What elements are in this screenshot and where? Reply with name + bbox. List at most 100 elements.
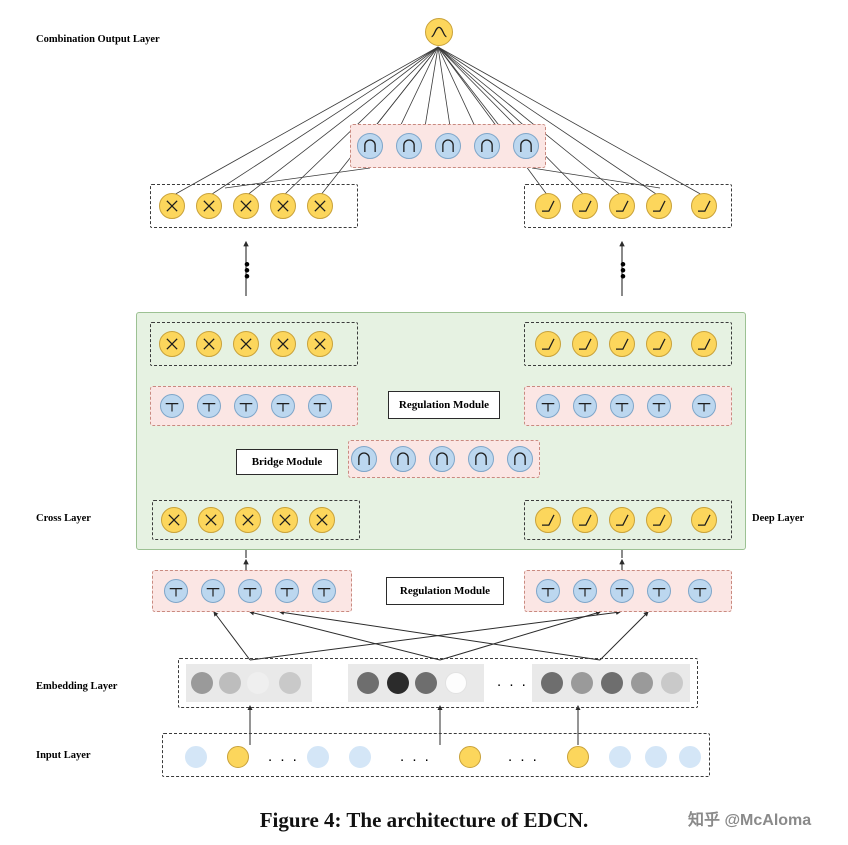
bridge-node-mid-4 xyxy=(507,446,533,472)
gate-glyph xyxy=(652,403,666,412)
bridge-node-top-2 xyxy=(435,133,461,159)
bridge-node-mid-0 xyxy=(351,446,377,472)
relu-glyph xyxy=(653,338,666,350)
cross-node-bottom-3 xyxy=(272,507,298,533)
input-node-2 xyxy=(307,746,329,768)
gate-glyph xyxy=(243,588,257,597)
arch-glyph xyxy=(397,452,409,465)
cross-glyph xyxy=(168,514,180,526)
gate-glyph xyxy=(169,588,183,597)
deep-row-mid-box xyxy=(524,322,732,366)
cross-node-mid-1 xyxy=(196,331,222,357)
gate-glyph xyxy=(615,588,629,597)
embedding-circle-1-2 xyxy=(415,672,437,694)
input-ellipsis-0: . . . xyxy=(268,748,299,765)
input-node-6 xyxy=(609,746,631,768)
bridge-node-top-4 xyxy=(513,133,539,159)
cross-row-mid-box xyxy=(150,322,358,366)
arch-glyph xyxy=(403,139,415,152)
regulation-bottom-right-node-2 xyxy=(610,579,634,603)
cross-row-bottom-box xyxy=(152,500,360,540)
relu-glyph xyxy=(698,338,711,350)
embedding-circle-1-0 xyxy=(357,672,379,694)
arch-glyph xyxy=(520,139,532,152)
gate-glyph xyxy=(317,588,331,597)
deep-node-top-2 xyxy=(609,193,635,219)
embedding-circle-1-1 xyxy=(387,672,409,694)
deep-node-top-4 xyxy=(691,193,717,219)
regulation-node-right-4 xyxy=(692,394,716,418)
relu-glyph xyxy=(542,200,555,212)
gate-glyph xyxy=(652,588,666,597)
sigmoid-glyph xyxy=(431,26,447,38)
cross-glyph xyxy=(316,514,328,526)
embedding-circle-1-3 xyxy=(445,672,467,694)
module-regulation-bottom: Regulation Module xyxy=(386,577,504,605)
regulation-bottom-left-node-0 xyxy=(164,579,188,603)
gate-glyph xyxy=(276,403,290,412)
deep-node-mid-2 xyxy=(609,331,635,357)
embedding-circle-2-4 xyxy=(661,672,683,694)
gate-glyph xyxy=(697,403,711,412)
layer-label-deep: Deep Layer xyxy=(752,513,805,524)
cross-glyph xyxy=(314,200,326,212)
embedding-circle-2-0 xyxy=(541,672,563,694)
cross-node-top-3 xyxy=(270,193,296,219)
cross-node-bottom-0 xyxy=(161,507,187,533)
regulation-node-left-4 xyxy=(308,394,332,418)
cross-glyph xyxy=(240,200,252,212)
input-node-8 xyxy=(679,746,701,768)
arch-glyph xyxy=(514,452,526,465)
embedding-circle-0-0 xyxy=(191,672,213,694)
regulation-node-left-0 xyxy=(160,394,184,418)
embedding-circle-2-3 xyxy=(631,672,653,694)
layer-label-embedding: Embedding Layer xyxy=(36,681,118,692)
regulation-bottom-right-node-1 xyxy=(573,579,597,603)
embedding-layer-box xyxy=(178,658,698,708)
regulation-bottom-left-node-3 xyxy=(275,579,299,603)
cross-node-mid-0 xyxy=(159,331,185,357)
bridge-node-mid-3 xyxy=(468,446,494,472)
cross-stack-ellipsis: ••• xyxy=(244,255,250,286)
gate-glyph xyxy=(541,588,555,597)
arch-glyph xyxy=(364,139,376,152)
deep-row-bottom-box xyxy=(524,500,732,540)
cross-glyph xyxy=(166,200,178,212)
input-node-5 xyxy=(567,746,589,768)
cross-node-top-4 xyxy=(307,193,333,219)
layer-label-cross: Cross Layer xyxy=(36,513,91,524)
regulation-node-left-3 xyxy=(271,394,295,418)
cross-node-bottom-1 xyxy=(198,507,224,533)
gate-glyph xyxy=(541,403,555,412)
bridge-node-mid-2 xyxy=(429,446,455,472)
bridge-node-mid-1 xyxy=(390,446,416,472)
gate-glyph xyxy=(206,588,220,597)
deep-node-top-1 xyxy=(572,193,598,219)
gate-glyph xyxy=(615,403,629,412)
gate-glyph xyxy=(202,403,216,412)
cross-row-top-box xyxy=(150,184,358,228)
input-node-4 xyxy=(459,746,481,768)
deep-node-bottom-4 xyxy=(691,507,717,533)
regulation-node-right-2 xyxy=(610,394,634,418)
cross-glyph xyxy=(277,338,289,350)
regulation-node-right-3 xyxy=(647,394,671,418)
relu-glyph xyxy=(542,338,555,350)
cross-glyph xyxy=(205,514,217,526)
deep-node-bottom-2 xyxy=(609,507,635,533)
cross-glyph xyxy=(240,338,252,350)
regulation-node-right-1 xyxy=(573,394,597,418)
cross-node-top-2 xyxy=(233,193,259,219)
arch-glyph xyxy=(358,452,370,465)
gate-glyph xyxy=(165,403,179,412)
deep-stack-ellipsis: ••• xyxy=(620,255,626,286)
relu-glyph xyxy=(698,514,711,526)
bridge-node-top-3 xyxy=(474,133,500,159)
deep-row-top-box xyxy=(524,184,732,228)
relu-glyph xyxy=(698,200,711,212)
regulation-bottom-left-node-2 xyxy=(238,579,262,603)
input-node-0 xyxy=(185,746,207,768)
gate-glyph xyxy=(280,588,294,597)
bridge-node-top-0 xyxy=(357,133,383,159)
